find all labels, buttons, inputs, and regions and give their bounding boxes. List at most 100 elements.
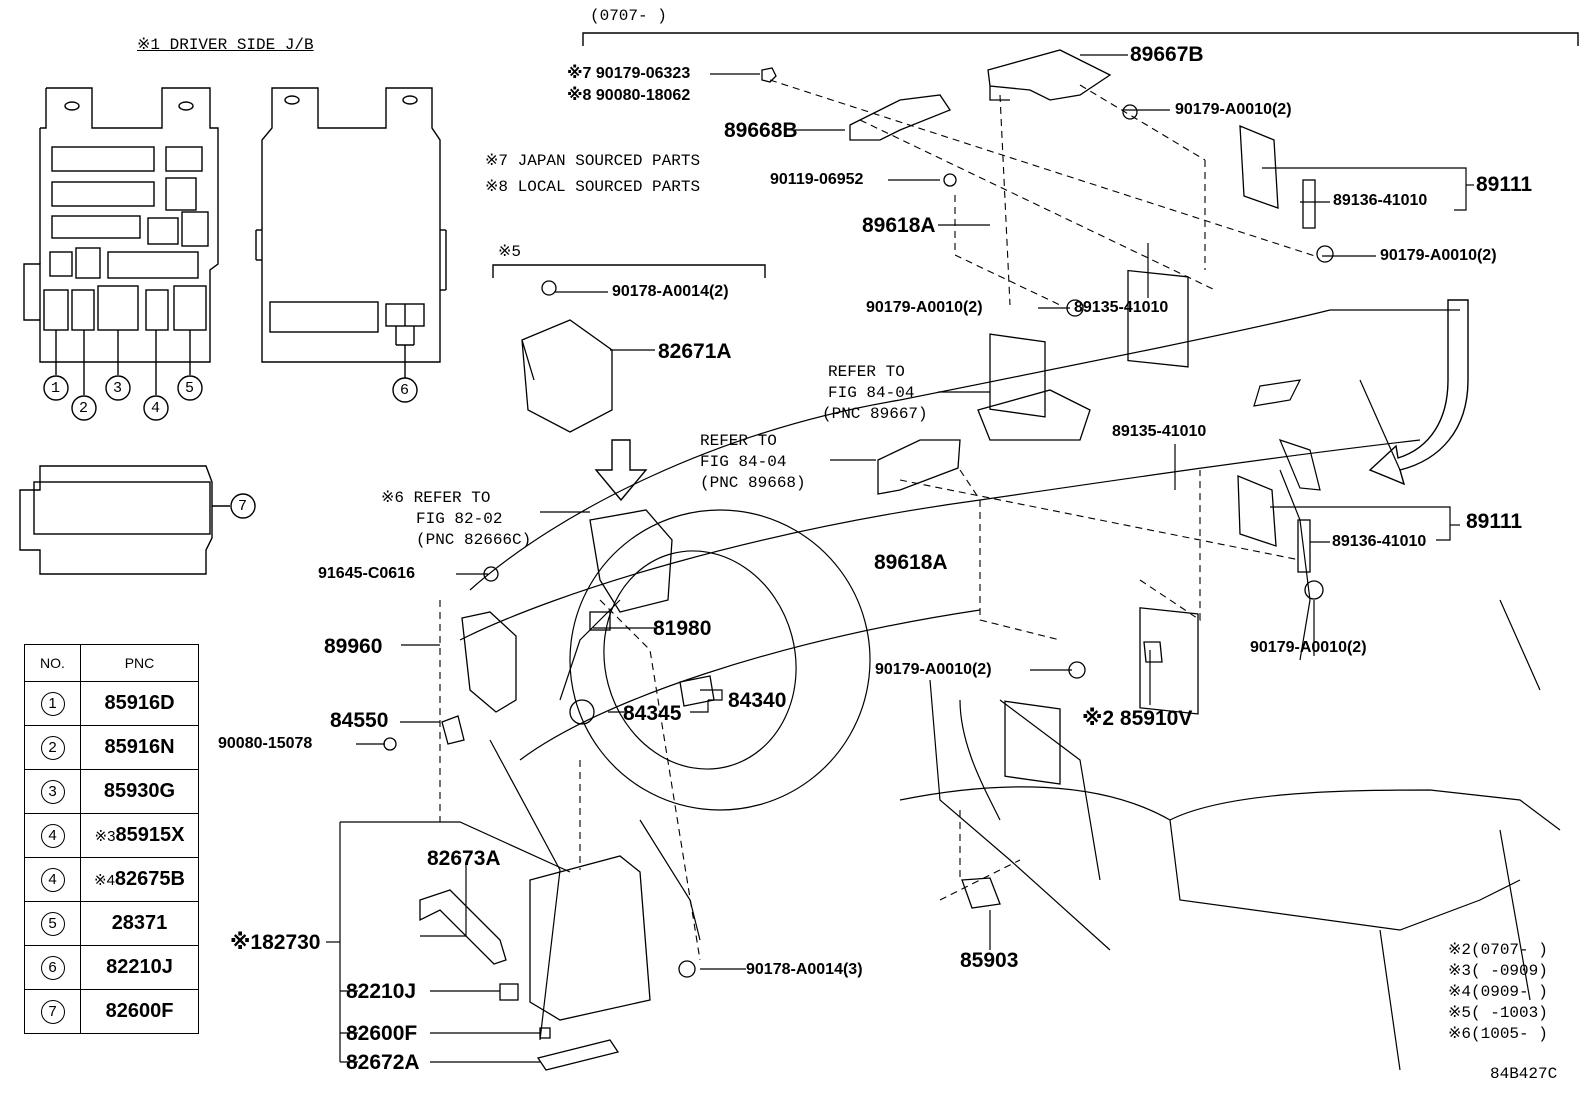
pnc-table: NO. PNC 1 85916D 2 85916N 3 85930G 4 ※38… bbox=[24, 644, 199, 1034]
fasteners bbox=[383, 67, 1334, 978]
label-89135-41010-top: 89135-41010 bbox=[1074, 299, 1169, 316]
part-89618A-mid-sketch bbox=[1004, 700, 1061, 785]
leader-lines bbox=[326, 54, 1474, 1063]
row-pnc: 85930G bbox=[103, 780, 176, 802]
label-89960: 89960 bbox=[324, 635, 383, 658]
part-84340-sketch bbox=[679, 675, 715, 707]
note-6-range: ※6(1005- ) bbox=[1448, 1025, 1548, 1043]
row-pnc: 85916D bbox=[104, 692, 175, 714]
refer-89667-line2: FIG 84-04 bbox=[828, 384, 915, 402]
note5-bracket bbox=[492, 264, 766, 278]
part-82673A-sketch bbox=[419, 889, 507, 965]
row-pnc: 82210J bbox=[106, 956, 173, 978]
note-4-range: ※4(0909- ) bbox=[1448, 983, 1548, 1001]
note-5: ※5 bbox=[498, 243, 522, 261]
label-89667B: 89667B bbox=[1130, 43, 1204, 66]
jb-callout-5: 5 bbox=[185, 380, 195, 397]
jb-callout-2: 2 bbox=[79, 400, 89, 417]
label-90080-15078: 90080-15078 bbox=[218, 735, 313, 752]
refer-89668-line1: REFER TO bbox=[700, 432, 777, 450]
note-local-sourced: ※8 LOCAL SOURCED PARTS bbox=[485, 178, 701, 196]
part-82600F-sketch bbox=[539, 1027, 551, 1039]
label-89136-41010-top: 89136-41010 bbox=[1333, 192, 1428, 209]
row-no: 1 bbox=[40, 691, 65, 716]
part-89135-mid-sketch bbox=[1139, 607, 1199, 715]
part-82730-jb-sketch bbox=[529, 855, 651, 1021]
label-85910V: ※2 85910V bbox=[1082, 707, 1193, 730]
part-89667B-sketch bbox=[987, 49, 1112, 101]
jb-top-view bbox=[19, 465, 256, 575]
component-sketches bbox=[419, 49, 1316, 1071]
row-no: 2 bbox=[40, 735, 65, 760]
row-no: 3 bbox=[40, 779, 65, 804]
col-header-no: NO. bbox=[24, 644, 81, 682]
label-81980: 81980 bbox=[653, 617, 712, 640]
table-row: 2 85916N bbox=[24, 725, 199, 770]
dashboard-drawing bbox=[459, 309, 1561, 1071]
refer-89668-line2: FIG 84-04 bbox=[700, 453, 787, 471]
bolt-90119 bbox=[943, 173, 957, 187]
part-84550-sketch bbox=[441, 715, 465, 745]
note-3-range: ※3( -0909) bbox=[1448, 962, 1548, 980]
label-91645-C0616: 91645-C0616 bbox=[318, 565, 415, 582]
label-85903: 85903 bbox=[960, 949, 1019, 972]
col-header-pnc: PNC bbox=[80, 644, 199, 682]
nut-90178-3 bbox=[678, 960, 696, 978]
note-2-range: ※2(0707- ) bbox=[1448, 941, 1548, 959]
part-89111-top-sketch bbox=[1239, 125, 1279, 209]
part-89668-mid-sketch bbox=[877, 439, 961, 495]
label-90119-06952: 90119-06952 bbox=[770, 171, 864, 188]
row-no: 4 bbox=[40, 867, 65, 892]
part-82210J-sketch bbox=[499, 983, 519, 1001]
label-89135-41010-mid: 89135-41010 bbox=[1112, 423, 1207, 440]
label-90179-06323: ※7 90179-06323 bbox=[567, 65, 691, 82]
note-japan-sourced: ※7 JAPAN SOURCED PARTS bbox=[485, 152, 701, 170]
nut-90179-a3 bbox=[1066, 299, 1084, 317]
label-90179-A0010-1: 90179-A0010(2) bbox=[1175, 101, 1292, 118]
row-pnc: 85915X bbox=[115, 824, 185, 846]
part-89135-top-sketch bbox=[1127, 269, 1189, 368]
refer-89668-line3: (PNC 89668) bbox=[700, 474, 806, 492]
nut-90179-06323 bbox=[761, 67, 777, 83]
row-pnc: 82600F bbox=[105, 1000, 174, 1022]
part-89618A-top-sketch bbox=[989, 333, 1046, 418]
label-89668B: 89668B bbox=[724, 119, 798, 142]
row-no: 4 bbox=[40, 823, 65, 848]
jb-callout-4: 4 bbox=[151, 400, 161, 417]
part-82666-sketch bbox=[589, 509, 673, 613]
bolt-90080-15078 bbox=[383, 737, 397, 751]
part-89667-mid-sketch bbox=[977, 389, 1091, 441]
part-85910V-sketch bbox=[1143, 641, 1163, 663]
table-row: 1 85916D bbox=[24, 681, 199, 726]
note-5-range: ※5( -1003) bbox=[1448, 1004, 1548, 1022]
label-90080-18062: ※8 90080-18062 bbox=[567, 87, 691, 104]
jb-callout-3: 3 bbox=[113, 380, 123, 397]
nut-90179-a5 bbox=[1068, 661, 1086, 679]
table-row: 4 ※385915X bbox=[24, 813, 199, 858]
part-89668B-sketch bbox=[849, 94, 951, 141]
down-arrow-left bbox=[594, 439, 648, 502]
label-84345: 84345 bbox=[623, 702, 682, 725]
row-prefix: ※4 bbox=[94, 872, 115, 889]
part-82672A-sketch bbox=[536, 1039, 620, 1071]
part-89960-sketch bbox=[461, 611, 517, 713]
bolt-91645 bbox=[483, 566, 499, 582]
table-row: 4 ※482675B bbox=[24, 857, 199, 902]
row-no: 7 bbox=[40, 999, 65, 1024]
label-89136-41010-mid: 89136-41010 bbox=[1332, 533, 1427, 550]
date-range-bracket bbox=[582, 32, 1579, 46]
label-89618A-mid: 89618A bbox=[874, 551, 948, 574]
table-row: 7 82600F bbox=[24, 989, 199, 1034]
jb-front-view bbox=[23, 87, 219, 421]
refer-82666-line2: FIG 82-02 bbox=[416, 510, 503, 528]
label-84340: 84340 bbox=[728, 689, 787, 712]
label-90178-A0014-3: 90178-A0014(3) bbox=[746, 961, 863, 978]
refer-89667-line1: REFER TO bbox=[828, 363, 905, 381]
table-row: 3 85930G bbox=[24, 769, 199, 814]
label-82600F: 82600F bbox=[346, 1022, 418, 1045]
nut-90179-a2 bbox=[1316, 245, 1334, 263]
table-row: 5 28371 bbox=[24, 901, 199, 946]
label-90179-A0010-2: 90179-A0010(2) bbox=[1380, 247, 1497, 264]
date-range-label: (0707- ) bbox=[590, 7, 667, 25]
